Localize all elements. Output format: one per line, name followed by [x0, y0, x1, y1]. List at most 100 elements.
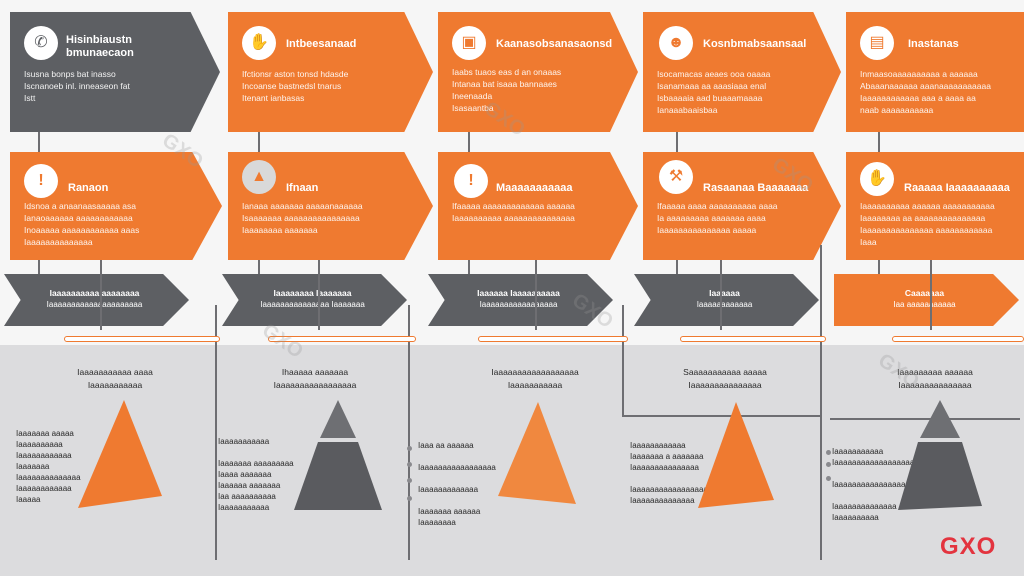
connector-line — [622, 415, 822, 417]
connector-line — [720, 260, 722, 330]
top-card-2: ✋ Intbeesanaad Ifctionsr aston tonsd hda… — [228, 12, 433, 132]
hand-icon: ✋ — [242, 26, 276, 60]
card-title: Ifnaan — [286, 182, 319, 194]
certificate-icon: ▣ — [452, 26, 486, 60]
connector-line — [820, 245, 822, 560]
progress-rail — [478, 336, 628, 342]
card-body: Idsnoa a anaanaasaaaaa asa Ianaoaaaaaa a… — [24, 201, 140, 247]
card-body: Ifctionsr aston tonsd hdasde Incoanse ba… — [242, 69, 349, 103]
bullet-dot — [407, 462, 412, 467]
ribbon-subtitle: Iaaaaaaaaaaaaaaaaaaaaa — [46, 300, 143, 309]
connector-line — [622, 305, 624, 415]
connector-line — [468, 132, 470, 152]
step-note: Iaaaaaaa aaaaa Iaaaaaaaaaa Iaaaaaaaaaaaa… — [16, 429, 81, 504]
connector-line — [930, 260, 932, 330]
exclamation-icon: ! — [454, 164, 488, 198]
top-card-3: ▣ Kaanasobsanasaonsd Iaabs tuaos eas d a… — [438, 12, 638, 132]
bullet-dot — [826, 462, 831, 467]
card-body: Isocamacas aeaes ooa oaaaa Isanamaaa aa … — [657, 69, 771, 115]
progress-rail — [892, 336, 1024, 342]
ribbon-title: Iaaaaaa — [709, 288, 740, 298]
mid-card-3: ! Maaaaaaaaaaa Ifaaaaa aaaaaaaaaaaaa aaa… — [438, 152, 638, 260]
progress-rail — [680, 336, 826, 342]
ribbon-title: Iaaaaaaaaaa aaaaaaaa — [49, 288, 140, 298]
bullet-dot — [407, 478, 412, 483]
ribbon-title: Caaaaaaa — [904, 288, 945, 298]
ribbon-2: Iaaaaaaaa Iaaaaaaa Iaaaaaaaaaaaaaaa Iaaa… — [222, 274, 407, 326]
bullet-dot — [407, 446, 412, 451]
card-title: Maaaaaaaaaaa — [496, 182, 573, 194]
card-body: Iaaaaaaaaaa aaaaaa aaaaaaaaaaa Iaaaaaaaa… — [860, 201, 995, 247]
card-title: Kosnbmabsaansaal — [703, 38, 807, 50]
connector-line — [535, 260, 537, 330]
card-body: Iaabs tuaos eas d an onaaas Intanaa bat … — [452, 67, 562, 113]
hand-icon: ✋ — [860, 162, 894, 196]
gray-triangle — [898, 400, 982, 510]
card-body: Ifaaaaa aaaa aaaaaaaaaa aaaa Ia aaaaaaaa… — [657, 201, 778, 235]
card-title: Intbeesanaad — [286, 38, 357, 50]
ribbon-3: Iaaaaaa Iaaaaaaaaaa Iaaaaaaaaaaaaaaaaa — [428, 274, 613, 326]
progress-rail — [64, 336, 220, 342]
connector-line — [318, 260, 320, 330]
card-title: Inastanas — [908, 38, 959, 50]
step-note: Iaaaaaaaaaaa Iaaaaaaa aaaaaaaaa Iaaaa aa… — [218, 437, 294, 512]
ribbon-subtitle: Iaaaaaaaaaaaa — [696, 300, 753, 309]
mid-card-1: ! Ranaon Idsnoa a anaanaasaaaaa asa Iana… — [10, 152, 222, 260]
connector-line — [878, 132, 880, 152]
card-body: Ianaaa aaaaaaa aaaaanaaaaaa Isaaaaaaa aa… — [242, 201, 363, 235]
ribbon-4: Iaaaaaa Iaaaaaaaaaaaa — [634, 274, 819, 326]
connector-line — [676, 260, 678, 274]
connector-line — [100, 260, 102, 330]
connector-line — [830, 418, 1020, 420]
connector-line — [38, 132, 40, 152]
card-body: Ifaaaaa aaaaaaaaaaaaa aaaaaa Iaaaaaaaaaa… — [452, 201, 575, 223]
top-card-5: ▤ Inastanas Inmaasoaaaaaaaaaa a aaaaaa A… — [846, 12, 1024, 132]
mid-card-5: ✋ Raaaaa Iaaaaaaaaaa Iaaaaaaaaaa aaaaaa … — [846, 152, 1024, 260]
bullet-dot — [826, 450, 831, 455]
step-note: Iaaaaaaaaaaaa Iaaaaaaa a aaaaaaa Iaaaaaa… — [630, 441, 717, 505]
card-title: Raaaaa Iaaaaaaaaaa — [904, 182, 1010, 194]
chat-bubble-icon: ✆ — [24, 26, 58, 60]
card-body: Isusna bonps bat inasso Iscnanoeb inl. i… — [24, 69, 130, 103]
connector-line — [408, 305, 410, 560]
connector-line — [258, 260, 260, 274]
bullet-dot — [826, 476, 831, 481]
gray-triangle — [294, 400, 382, 510]
exclamation-icon: ! — [24, 164, 58, 198]
bullet-dot — [407, 496, 412, 501]
card-title: Hisinbiaustn bmunaecaon — [66, 34, 134, 59]
ribbon-subtitle: Iaaaaaaaaaaaaaaaaa — [479, 300, 558, 309]
bottom-background — [0, 345, 1024, 576]
step-note: Iaaaaaaaaaaa Iaaaaaaaaaaaaaaaaaa Iaaaaaa… — [832, 447, 915, 522]
connector-line — [38, 260, 40, 274]
orange-triangle — [498, 402, 576, 504]
step-heading: Iaaaaaaaaaaa aaaa Iaaaaaaaaaaa — [77, 367, 153, 390]
connector-line — [258, 132, 260, 152]
person-icon: ☻ — [659, 26, 693, 60]
step-note: Iaaa aa aaaaaa Iaaaaaaaaaaaaaaaaa Iaaaaa… — [418, 441, 496, 527]
progress-rail — [268, 336, 416, 342]
ribbon-subtitle: Iaaaaaaaaaaaaaaa Iaaaaaaa — [260, 300, 365, 309]
mid-card-2: ▲ Ifnaan Ianaaa aaaaaaa aaaaanaaaaaa Isa… — [228, 152, 433, 260]
card-title: Ranaon — [68, 182, 109, 194]
orange-triangle — [78, 400, 162, 508]
mid-card-4: ⚒ Rasaanaa Baaaaaaa Ifaaaaa aaaa aaaaaaa… — [643, 152, 841, 260]
card-title: Kaanasobsanasaonsd — [496, 38, 613, 50]
connector-line — [215, 305, 217, 560]
ribbon-subtitle: Iaa aaaaaaaaaaa — [893, 300, 956, 309]
cap-icon: ▲ — [242, 160, 276, 194]
connector-line — [676, 132, 678, 152]
orange-triangle — [698, 402, 774, 508]
ribbon-5: Caaaaaaa Iaa aaaaaaaaaaa — [834, 274, 1019, 326]
ribbon-1: Iaaaaaaaaaa aaaaaaaa Iaaaaaaaaaaaaaaaaaa… — [4, 274, 189, 326]
top-card-1: ✆ Hisinbiaustn bmunaecaon Isusna bonps b… — [10, 12, 220, 132]
step-heading: Iaaaaaaaaa aaaaaa Iaaaaaaaaaaaaaaa — [897, 367, 973, 390]
card-title: Rasaanaa Baaaaaaa — [703, 182, 809, 194]
ribbon-title: Iaaaaaa Iaaaaaaaaaa — [477, 288, 560, 298]
top-card-4: ☻ Kosnbmabsaansaal Isocamacas aeaes ooa … — [643, 12, 841, 132]
step-heading: Iaaaaaaaaaaaaaaaaaa Iaaaaaaaaaaa — [491, 367, 579, 390]
step-heading: Saaaaaaaaaaa aaaaa Iaaaaaaaaaaaaaaa — [683, 367, 767, 390]
briefcase-icon: ▤ — [860, 26, 894, 60]
step-heading: Ihaaaaa aaaaaaa Iaaaaaaaaaaaaaaaaa — [273, 367, 357, 390]
tool-icon: ⚒ — [659, 160, 693, 194]
